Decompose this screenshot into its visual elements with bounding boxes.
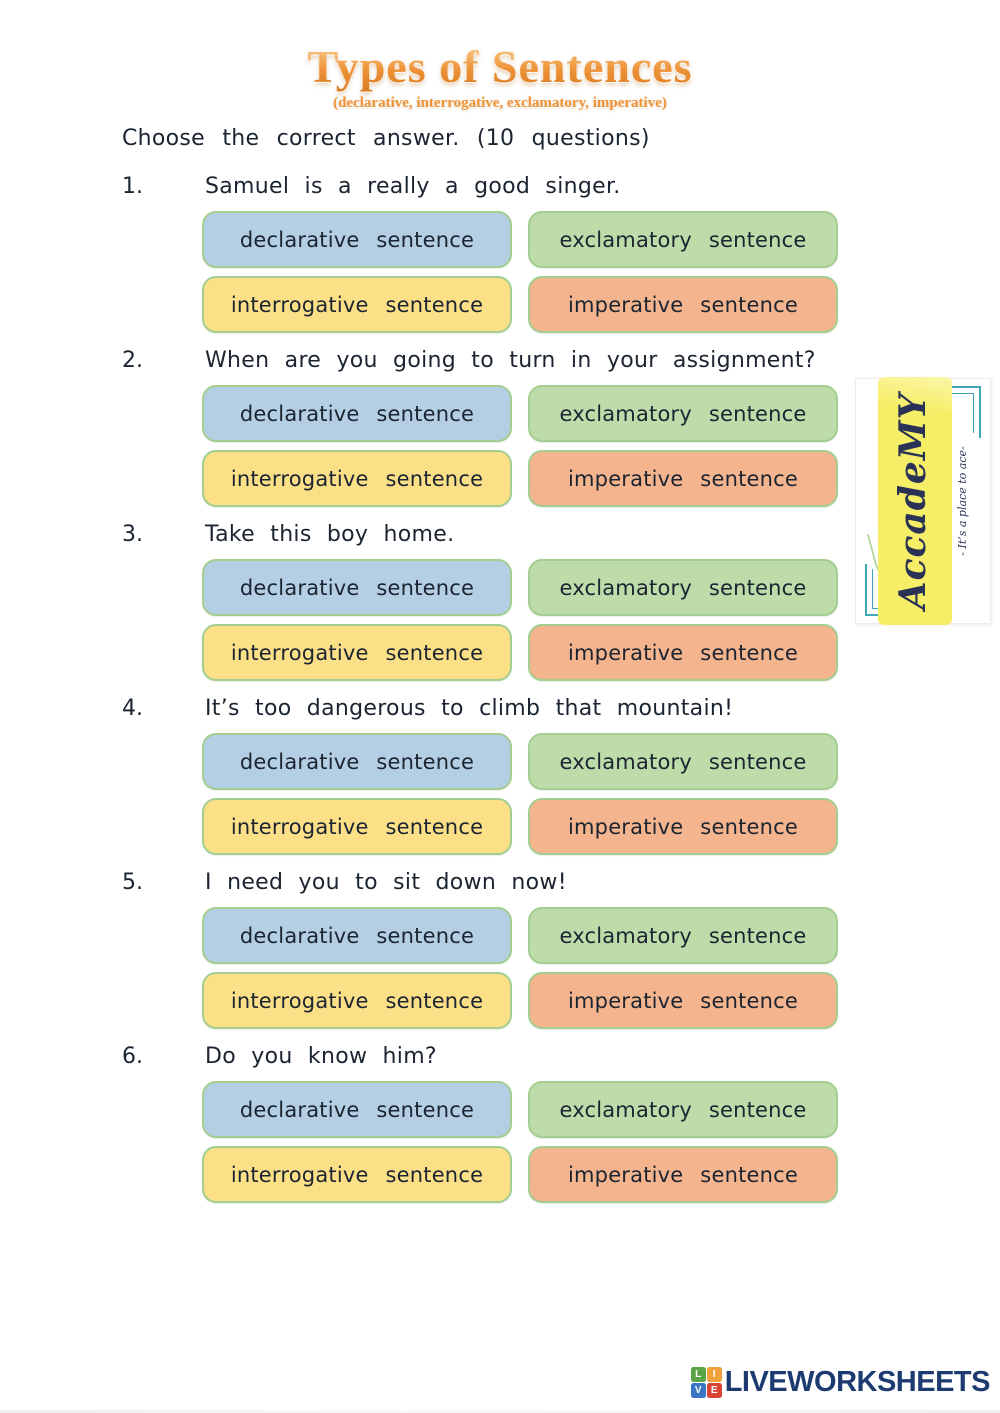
question-text: When are you going to turn in your assig… [205,348,816,373]
question-text: Do you know him? [205,1044,437,1069]
question-5-options: declarative sentence exclamatory sentenc… [202,907,842,1029]
question-6-line: 6. Do you know him? [122,1044,862,1069]
liveworksheets-icon: L I V E [690,1367,722,1398]
option-exclamatory[interactable]: exclamatory sentence [528,907,838,964]
accademy-watermark: AccadeMY - It’s a place to ace- [855,376,991,626]
question-1-line: 1. Samuel is a really a good singer. [122,174,862,199]
icon-letter-e: E [706,1383,722,1398]
liveworksheets-wordmark: LIVEWORKSHEETS [724,1366,991,1398]
instructions-text: Choose the correct answer. (10 questions… [122,126,650,151]
question-3: 3. Take this boy home. declarative sente… [122,522,862,681]
question-6: 6. Do you know him? declarative sentence… [122,1044,862,1203]
option-exclamatory[interactable]: exclamatory sentence [528,559,838,616]
option-interrogative[interactable]: interrogative sentence [202,450,512,507]
option-declarative[interactable]: declarative sentence [202,559,512,616]
option-interrogative[interactable]: interrogative sentence [202,624,512,681]
option-imperative[interactable]: imperative sentence [528,972,838,1029]
question-number: 3. [122,522,143,547]
worksheet-content: Choose the correct answer. (10 questions… [122,126,862,1218]
question-4: 4. It’s too dangerous to climb that moun… [122,696,862,855]
option-imperative[interactable]: imperative sentence [528,450,838,507]
question-5-line: 5. I need you to sit down now! [122,870,862,895]
page-title: Types of Sentences [307,41,693,92]
question-3-line: 3. Take this boy home. [122,522,862,547]
option-declarative[interactable]: declarative sentence [202,385,512,442]
watermark-tagline: - It’s a place to ace- [955,446,969,556]
option-interrogative[interactable]: interrogative sentence [202,798,512,855]
watermark-rotated-content: AccadeMY - It’s a place to ace- [863,376,983,626]
question-3-options: declarative sentence exclamatory sentenc… [202,559,842,681]
question-text: Samuel is a really a good singer. [205,174,621,199]
option-imperative[interactable]: imperative sentence [528,276,838,333]
icon-letter-v: V [690,1383,706,1398]
option-interrogative[interactable]: interrogative sentence [202,972,512,1029]
option-interrogative[interactable]: interrogative sentence [202,1146,512,1203]
question-1-options: declarative sentence exclamatory sentenc… [202,211,842,333]
worksheet-header: Types of Sentences (declarative, interro… [0,40,1000,112]
question-4-line: 4. It’s too dangerous to climb that moun… [122,696,862,721]
option-declarative[interactable]: declarative sentence [202,907,512,964]
option-interrogative[interactable]: interrogative sentence [202,276,512,333]
question-number: 6. [122,1044,143,1069]
question-text: I need you to sit down now! [205,870,567,895]
question-number: 4. [122,696,143,721]
option-exclamatory[interactable]: exclamatory sentence [528,733,838,790]
option-exclamatory[interactable]: exclamatory sentence [528,1081,838,1138]
icon-letter-l: L [690,1367,706,1382]
question-text: Take this boy home. [205,522,455,547]
option-imperative[interactable]: imperative sentence [528,798,838,855]
question-1: 1. Samuel is a really a good singer. dec… [122,174,862,333]
question-number: 1. [122,174,143,199]
question-2-line: 2. When are you going to turn in your as… [122,348,862,373]
icon-letter-i: I [706,1367,722,1382]
question-6-options: declarative sentence exclamatory sentenc… [202,1081,842,1203]
option-declarative[interactable]: declarative sentence [202,733,512,790]
question-4-options: declarative sentence exclamatory sentenc… [202,733,842,855]
question-text: It’s too dangerous to climb that mountai… [205,696,734,721]
option-declarative[interactable]: declarative sentence [202,211,512,268]
option-imperative[interactable]: imperative sentence [528,1146,838,1203]
question-number: 2. [122,348,143,373]
option-exclamatory[interactable]: exclamatory sentence [528,385,838,442]
option-exclamatory[interactable]: exclamatory sentence [528,211,838,268]
question-2-options: declarative sentence exclamatory sentenc… [202,385,842,507]
bracket-corner-icon [925,386,981,438]
watermark-brand: AccadeMY [877,376,952,626]
question-5: 5. I need you to sit down now! declarati… [122,870,862,1029]
question-2: 2. When are you going to turn in your as… [122,348,862,507]
question-number: 5. [122,870,143,895]
liveworksheets-logo[interactable]: L I V E LIVEWORKSHEETS [690,1366,991,1399]
page-subtitle: (declarative, interrogative, exclamatory… [333,95,667,111]
option-imperative[interactable]: imperative sentence [528,624,838,681]
option-declarative[interactable]: declarative sentence [202,1081,512,1138]
